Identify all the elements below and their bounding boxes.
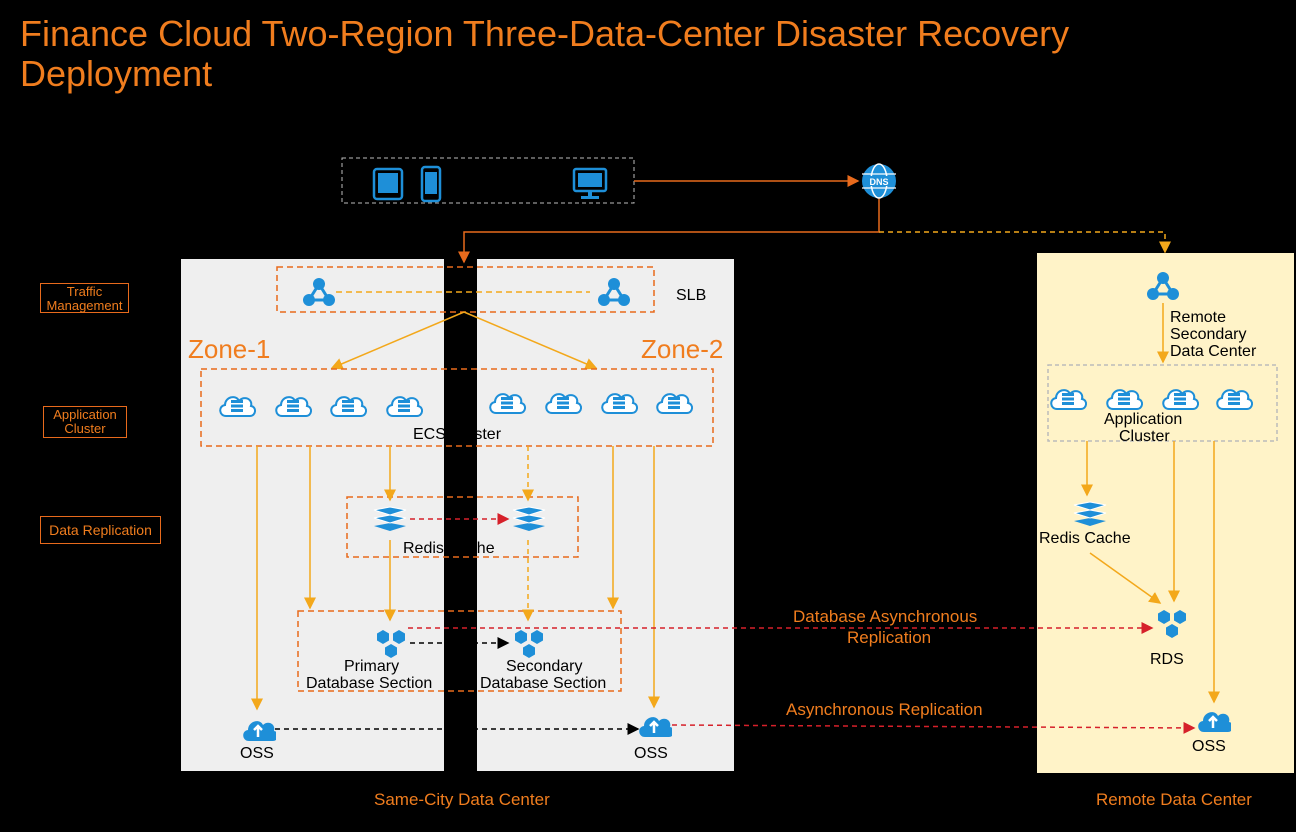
remote-data-center-label: Remote Data Center — [1096, 790, 1252, 809]
db-async-replication-label-line1: Database Asynchronous — [793, 607, 978, 626]
zone-1-panel — [181, 259, 444, 771]
secondary-db-label-line2: Database Section — [480, 675, 607, 692]
side-label-application-cluster: Application Cluster — [43, 406, 127, 438]
redis-cache-icon — [512, 506, 546, 531]
remote-ecs-cloud-icon — [1050, 389, 1087, 410]
secondary-db-label-line1: Secondary — [506, 658, 583, 675]
redis-cache-box — [346, 496, 579, 558]
ecs-cloud-icon — [330, 396, 367, 417]
ecs-cloud-icon — [601, 393, 638, 414]
client-devices-box — [341, 157, 635, 204]
remote-oss-label: OSS — [1192, 738, 1226, 755]
redis-cache-icon — [373, 506, 407, 531]
remote-app-cluster-label-line2: Cluster — [1119, 428, 1170, 445]
oss-zone1-label: OSS — [240, 745, 274, 762]
remote-rds-icon — [1158, 610, 1186, 638]
ecs-cluster-box — [200, 368, 714, 447]
dns-icon: DNS — [862, 163, 896, 199]
zone-2-title: Zone-2 — [641, 334, 724, 364]
smartphone-icon — [420, 165, 442, 203]
remote-ecs-cloud-icon — [1216, 389, 1253, 410]
same-city-data-center-label: Same-City Data Center — [374, 790, 550, 809]
primary-db-label-line1: Primary — [344, 658, 400, 675]
remote-rds-label: RDS — [1150, 651, 1184, 668]
slb-label: SLB — [676, 287, 707, 304]
remote-app-cluster-box — [1047, 364, 1278, 442]
side-label-traffic-management: Traffic Management — [40, 283, 129, 313]
remote-oss-icon — [1198, 712, 1231, 732]
dns-icon-label: DNS — [869, 177, 888, 187]
oss-zone2-label: OSS — [634, 745, 668, 762]
remote-dc-label-line3: Data Center — [1170, 343, 1257, 360]
oss-icon — [243, 721, 276, 741]
remote-dc-label-line2: Secondary — [1170, 326, 1247, 343]
remote-ecs-cloud-icon — [1162, 389, 1199, 410]
primary-db-label-line2: Database Section — [306, 675, 433, 692]
side-label-data-replication: Data Replication — [40, 516, 161, 544]
database-icon — [377, 630, 405, 658]
oss-icon — [639, 717, 672, 737]
db-async-replication-label-line2: Replication — [847, 628, 932, 647]
ecs-cluster-label: ECS Cluster — [413, 426, 502, 443]
ecs-cloud-icon — [275, 396, 312, 417]
redis-cache-label: Redis Cache — [403, 540, 495, 557]
remote-ecs-cloud-icon — [1106, 389, 1143, 410]
zone-1-title: Zone-1 — [188, 334, 271, 364]
ecs-cloud-icon — [656, 393, 693, 414]
ecs-cloud-icon — [219, 396, 256, 417]
remote-app-cluster-label-line1: Application — [1104, 411, 1183, 428]
ecs-cloud-icon — [489, 393, 526, 414]
remote-slb-icon — [1147, 272, 1179, 300]
remote-redis-cache-label: Redis Cache — [1039, 530, 1131, 547]
zone-2-panel — [477, 259, 734, 771]
tablet-icon — [372, 167, 404, 201]
monitor-icon — [572, 167, 608, 199]
database-box — [297, 610, 622, 692]
remote-redis-cache-icon — [1073, 501, 1107, 526]
async-replication-label: Asynchronous Replication — [786, 700, 983, 719]
slb-icon-zone1 — [303, 278, 335, 306]
ecs-cloud-icon — [386, 396, 423, 417]
remote-dc-label-line1: Remote — [1170, 309, 1227, 326]
database-icon — [515, 630, 543, 658]
ecs-cloud-icon — [545, 393, 582, 414]
slb-icon-zone2 — [598, 278, 630, 306]
page-title: Finance Cloud Two-Region Three-Data-Cent… — [20, 13, 1070, 94]
